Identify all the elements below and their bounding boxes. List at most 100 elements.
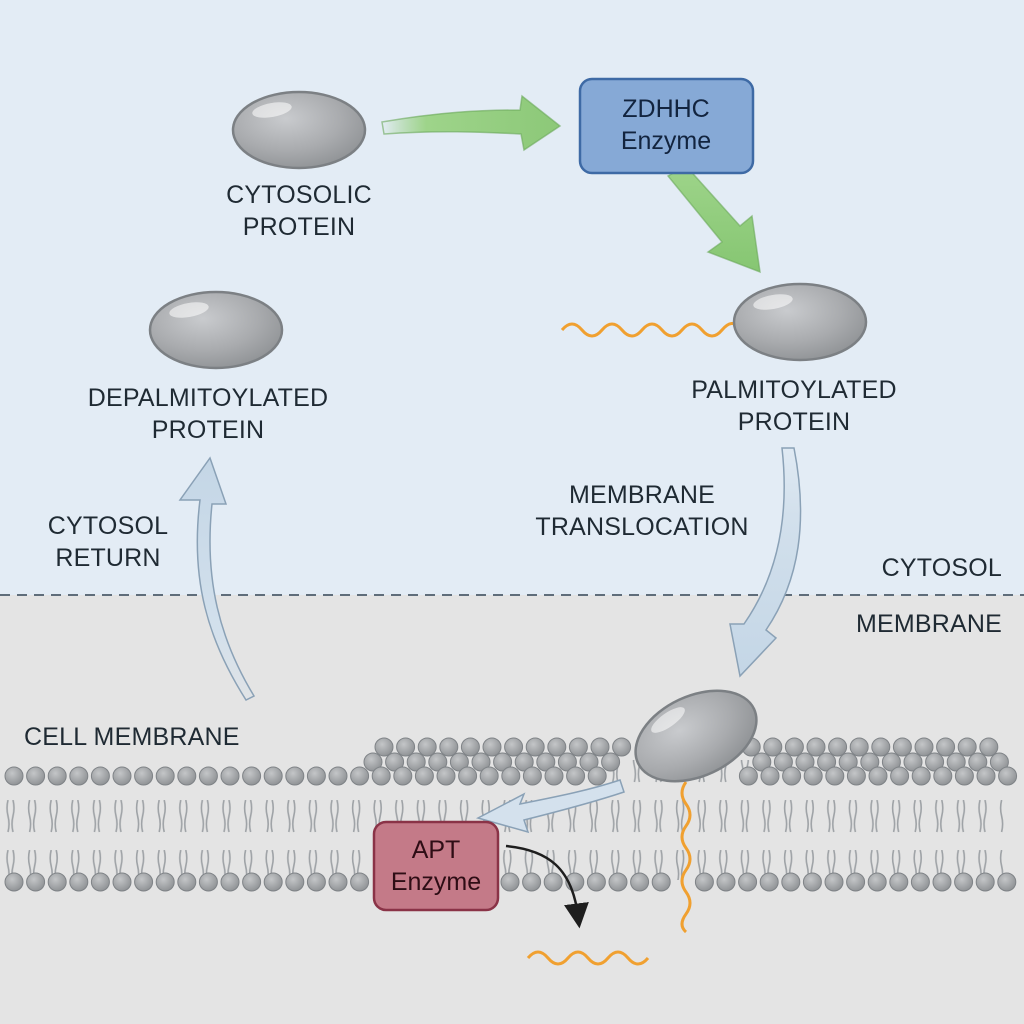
lipid-head	[586, 872, 606, 892]
depalmitoylated-protein	[148, 290, 284, 370]
lipid-bilayer	[4, 737, 1018, 892]
lipid-head	[371, 766, 391, 786]
lipid-head	[471, 752, 491, 772]
lipid-head	[946, 752, 966, 772]
lipid-head	[976, 766, 996, 786]
zdhhc-label-line2: Enzyme	[621, 127, 711, 155]
lipid-head	[763, 737, 783, 757]
lipid-head	[903, 752, 923, 772]
lipid-head	[925, 752, 945, 772]
arrow-palmitate-release	[505, 844, 589, 929]
lipid-head	[90, 766, 110, 786]
apt-enzyme-box: APT Enzyme	[372, 820, 500, 912]
membrane-anchored-protein	[634, 689, 758, 783]
lipid-head	[374, 737, 394, 757]
lipid-head	[954, 766, 974, 786]
zdhhc-enzyme-box: ZDHHC Enzyme	[578, 77, 755, 175]
cytosol-region	[0, 0, 1024, 595]
lipid-head	[968, 752, 988, 772]
depalmitoylated-protein-label-line1: DEPALMITOYLATED	[88, 384, 329, 412]
lipid-head	[417, 737, 437, 757]
lipid-head	[579, 752, 599, 772]
lipid-head	[522, 766, 542, 786]
lipid-head	[396, 737, 416, 757]
lipid-head	[363, 752, 383, 772]
lipid-head	[911, 766, 931, 786]
lipid-head	[824, 872, 844, 892]
lipid-head	[220, 872, 240, 892]
lipid-head	[557, 752, 577, 772]
lipid-head	[414, 766, 434, 786]
lipid-head	[350, 872, 370, 892]
lipid-head	[439, 737, 459, 757]
apt-label-line2: Enzyme	[391, 868, 481, 896]
palmitoylated-protein-label-line1: PALMITOYLATED	[691, 376, 896, 404]
lipid-head	[26, 766, 46, 786]
cytosolic-protein-label-line2: PROTEIN	[243, 213, 356, 241]
lipid-head	[806, 737, 826, 757]
lipid-head	[385, 752, 405, 772]
lipid-head	[525, 737, 545, 757]
membrane-translocation-label-line1: MEMBRANE	[569, 481, 715, 509]
lipid-head	[773, 752, 793, 772]
lipid-head	[504, 737, 524, 757]
lipid-tails-left	[4, 782, 364, 878]
arrow-zdhhc-to-palmitoylated	[666, 165, 761, 274]
lipid-head	[979, 737, 999, 757]
lipid-head	[849, 737, 869, 757]
lipid-head	[177, 766, 197, 786]
lipid-head	[881, 752, 901, 772]
lipid-head	[871, 737, 891, 757]
arrow-to-zdhhc	[381, 94, 562, 152]
lipid-head	[263, 872, 283, 892]
lipid-head	[306, 766, 326, 786]
lipid-head	[867, 872, 887, 892]
lipid-head	[760, 766, 780, 786]
palmitate-chain	[560, 322, 742, 338]
lipid-head	[781, 872, 801, 892]
lipid-head	[828, 737, 848, 757]
lipid-head	[954, 872, 974, 892]
lipid-head	[544, 766, 564, 786]
lipid-head	[547, 737, 567, 757]
lipid-head	[784, 737, 804, 757]
lipid-head	[738, 766, 758, 786]
lipid-head	[825, 766, 845, 786]
zdhhc-label-line1: ZDHHC	[622, 95, 710, 123]
lipid-head	[860, 752, 880, 772]
lipid-head	[493, 752, 513, 772]
lipid-head	[998, 766, 1018, 786]
lipid-head	[47, 766, 67, 786]
lipid-head	[817, 752, 837, 772]
lipid-head	[482, 737, 502, 757]
lipid-head	[155, 872, 175, 892]
lipid-head	[601, 752, 621, 772]
lipid-head	[406, 752, 426, 772]
lipid-heads	[4, 737, 1018, 892]
lipid-head	[795, 752, 815, 772]
lipid-head	[112, 766, 132, 786]
lipid-head	[838, 752, 858, 772]
lipid-head	[802, 872, 822, 892]
lipid-head	[590, 737, 610, 757]
lipid-head	[220, 766, 240, 786]
lipid-head	[630, 872, 650, 892]
apt-label-line1: APT	[412, 836, 461, 864]
lipid-head	[90, 872, 110, 892]
lipid-head	[889, 872, 909, 892]
lipid-head	[26, 872, 46, 892]
lipid-head	[608, 872, 628, 892]
lipid-head	[134, 766, 154, 786]
membrane-translocation-label-line2: TRANSLOCATION	[535, 513, 748, 541]
cytosolic-protein	[231, 90, 367, 170]
lipid-head	[566, 766, 586, 786]
lipid-head	[694, 872, 714, 892]
lipid-head	[846, 872, 866, 892]
lipid-head	[716, 872, 736, 892]
lipid-head	[285, 872, 305, 892]
lipid-head	[69, 872, 89, 892]
lipid-head	[198, 766, 218, 786]
cytosol-return-label-line1: CYTOSOL	[48, 512, 168, 540]
released-palmitate-chain	[526, 950, 650, 966]
